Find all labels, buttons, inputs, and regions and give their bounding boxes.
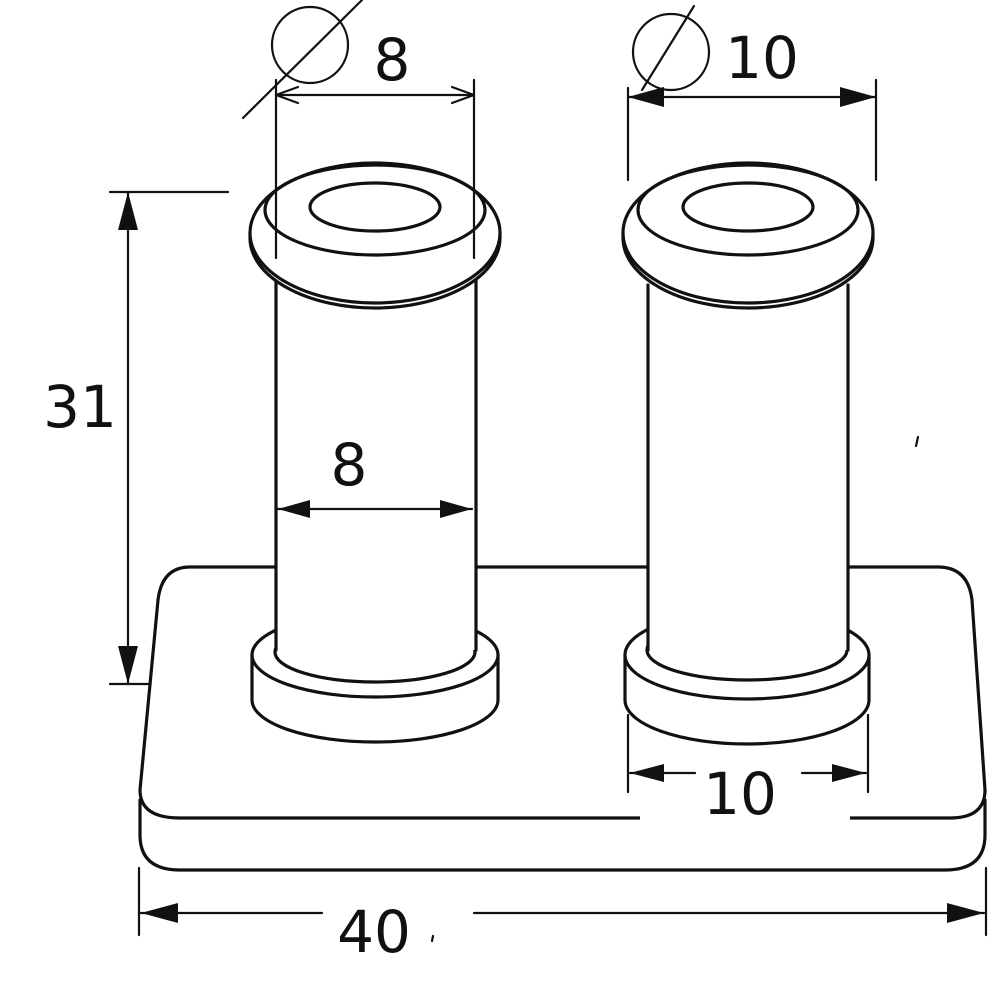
right-pin (621, 161, 875, 746)
base-width-label: 40 (337, 898, 411, 966)
left-shaft-width-label: 8 (331, 431, 368, 499)
right-collar-width-dimension: 10 (626, 713, 870, 828)
base-width-dimension: 40 (137, 866, 988, 966)
left-diameter-symbol (270, 5, 350, 85)
left-pin (248, 161, 502, 744)
height-dimension: 31 (43, 190, 230, 686)
right-diameter-label: 10 (725, 24, 799, 92)
right-diameter-symbol (631, 12, 711, 92)
left-shaft-width-dimension: 8 (276, 431, 474, 518)
height-label: 31 (43, 373, 117, 441)
left-diameter-label: 8 (374, 26, 411, 94)
right-collar-width-label: 10 (703, 760, 777, 828)
right-diameter-dimension: 10 (626, 4, 878, 182)
left-diameter-dimension: 8 (241, 0, 476, 260)
